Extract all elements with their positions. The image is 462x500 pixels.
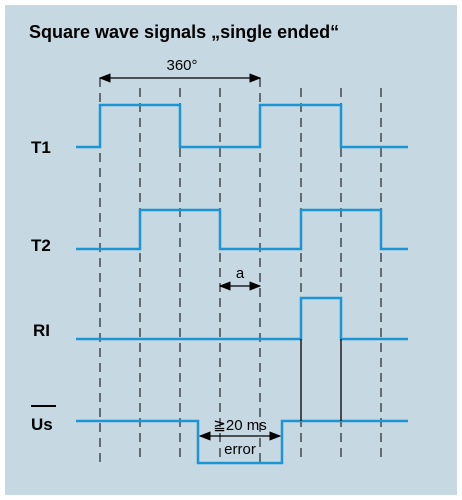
signal-label-ri: RI	[33, 321, 50, 340]
waveform-ri	[76, 296, 408, 341]
period-label: 360°	[166, 57, 197, 74]
error-label: error	[224, 441, 256, 458]
diagram-title: Square wave signals „single ended“	[29, 22, 340, 42]
waveform-t1	[76, 103, 408, 149]
waveform-t2	[76, 208, 408, 251]
phase-label: a	[236, 265, 245, 282]
signal-label-us: Us	[31, 415, 53, 434]
signal-label-t1: T1	[31, 138, 51, 157]
waveform-us	[76, 419, 408, 465]
reference-grid	[99, 78, 382, 462]
signal-label-t2: T2	[31, 236, 51, 255]
waveforms	[76, 103, 408, 465]
error-min-label: ≧20 ms	[213, 417, 266, 434]
ri-connectors	[300, 339, 342, 421]
